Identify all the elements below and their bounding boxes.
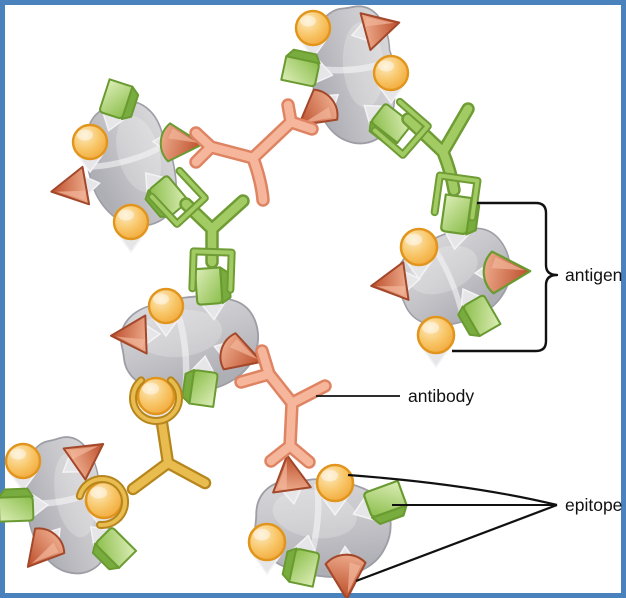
antigen-bracket [452,201,559,353]
antibody-callout: antibody [316,386,474,406]
epitope-label: epitope [565,495,622,515]
epitope-callout: epitope [347,473,622,583]
epitope-label-line [347,473,558,507]
antibody-green-middle [152,171,250,290]
antibody-salmon-top [189,98,319,207]
antibody-yellow [75,376,212,529]
epitope-label-line [355,503,558,583]
antigen-callout: antigen [452,201,622,353]
antigen-label: antigen [565,265,622,285]
antibody-label: antibody [408,386,474,406]
antibody-salmon-bottom [234,344,332,469]
antibody-green-right [375,102,478,218]
